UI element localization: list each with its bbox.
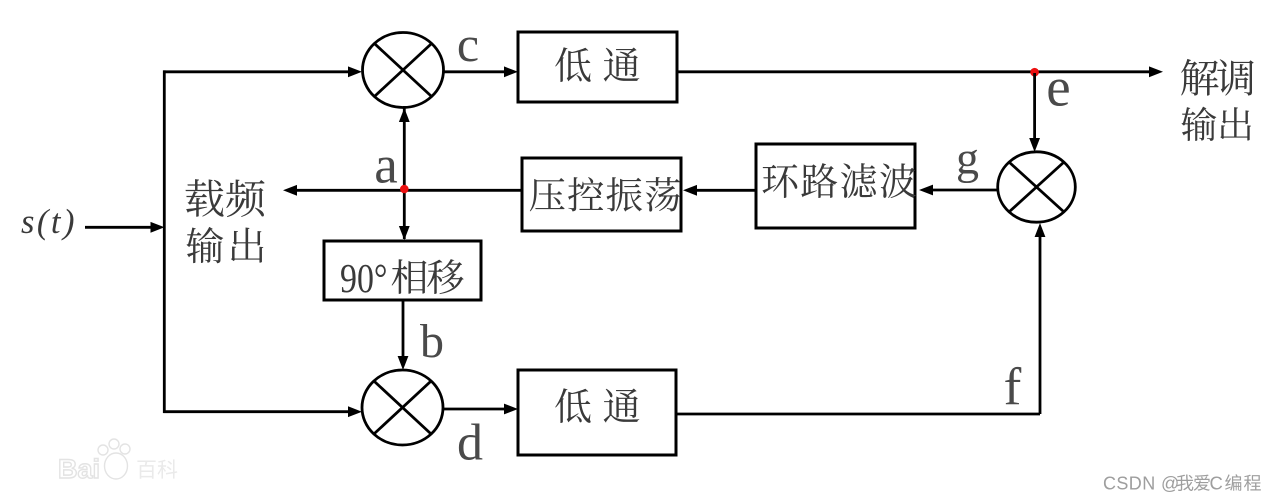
svg-text:g: g <box>956 133 979 184</box>
svg-text:s(t): s(t) <box>21 203 77 241</box>
svg-text:d: d <box>457 415 483 472</box>
svg-text:Bai: Bai <box>58 454 100 484</box>
svg-text:c: c <box>457 16 479 72</box>
svg-text:90°: 90° <box>340 255 388 301</box>
svg-text:a: a <box>374 137 398 195</box>
svg-text:b: b <box>420 315 444 368</box>
svg-text:f: f <box>1004 358 1022 416</box>
svg-text:CSDN @: CSDN @ <box>1103 474 1180 494</box>
svg-text:C: C <box>1210 473 1223 494</box>
svg-text:e: e <box>1046 57 1070 118</box>
